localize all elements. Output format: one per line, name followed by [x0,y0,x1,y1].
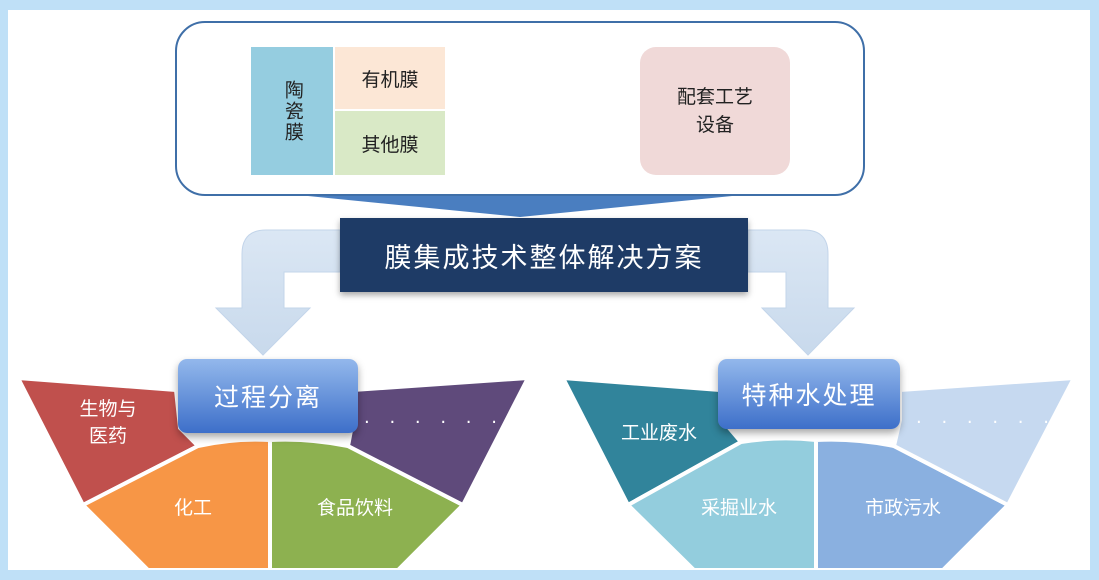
process-separation-tag: 过程分离 [178,359,358,433]
organic-membrane-cell: 有机膜 [335,47,445,109]
other-membrane-cell: 其他膜 [335,111,445,175]
bio-medicine-label-line2: 医药 [88,424,127,447]
food-beverage-label: 食品饮料 [316,497,393,519]
equipment-label-line1: 配套工艺 [676,85,753,108]
segment-more-right [891,375,1078,508]
left-flow-arrow [214,229,341,356]
industrial-wastewater-label: 工业废水 [620,422,697,444]
bio-medicine-label: 生物与 医药 [68,396,148,449]
right-flow-arrow [747,229,856,356]
segment-food-beverage [268,437,467,570]
equipment-label-line2: 设备 [695,114,734,136]
other-membrane-label: 其他膜 [361,133,419,156]
organic-membrane-label: 有机膜 [361,68,419,91]
segment-bio-medicine [14,375,202,508]
right-fan [559,375,1078,570]
diagram-canvas: 陶瓷膜 有机膜 其他膜 配套工艺 设备 膜集成技术整体解决方案 过程分离 特种水… [8,10,1090,570]
diagram-shapes [14,101,1078,570]
mining-water-label: 采掘业水 [700,497,777,519]
equipment-box: 配套工艺 设备 [640,47,790,175]
more-right-label: · · · · · · [916,412,1056,433]
ceramic-membrane-cell: 陶瓷膜 [251,47,333,175]
municipal-sewage-label: 市政污水 [864,497,941,519]
bio-medicine-label-line1: 生物与 [79,398,137,420]
connector-pointer [308,196,732,217]
segment-municipal-sewage [814,437,1012,570]
ceramic-membrane-label: 陶瓷膜 [281,79,304,143]
chemical-label: 化工 [173,497,212,519]
segment-industrial-wastewater [559,375,745,508]
special-water-treatment-tag: 特种水处理 [718,359,900,429]
more-left-label: · · · · · · [364,412,504,433]
solution-banner: 膜集成技术整体解决方案 [340,218,748,292]
